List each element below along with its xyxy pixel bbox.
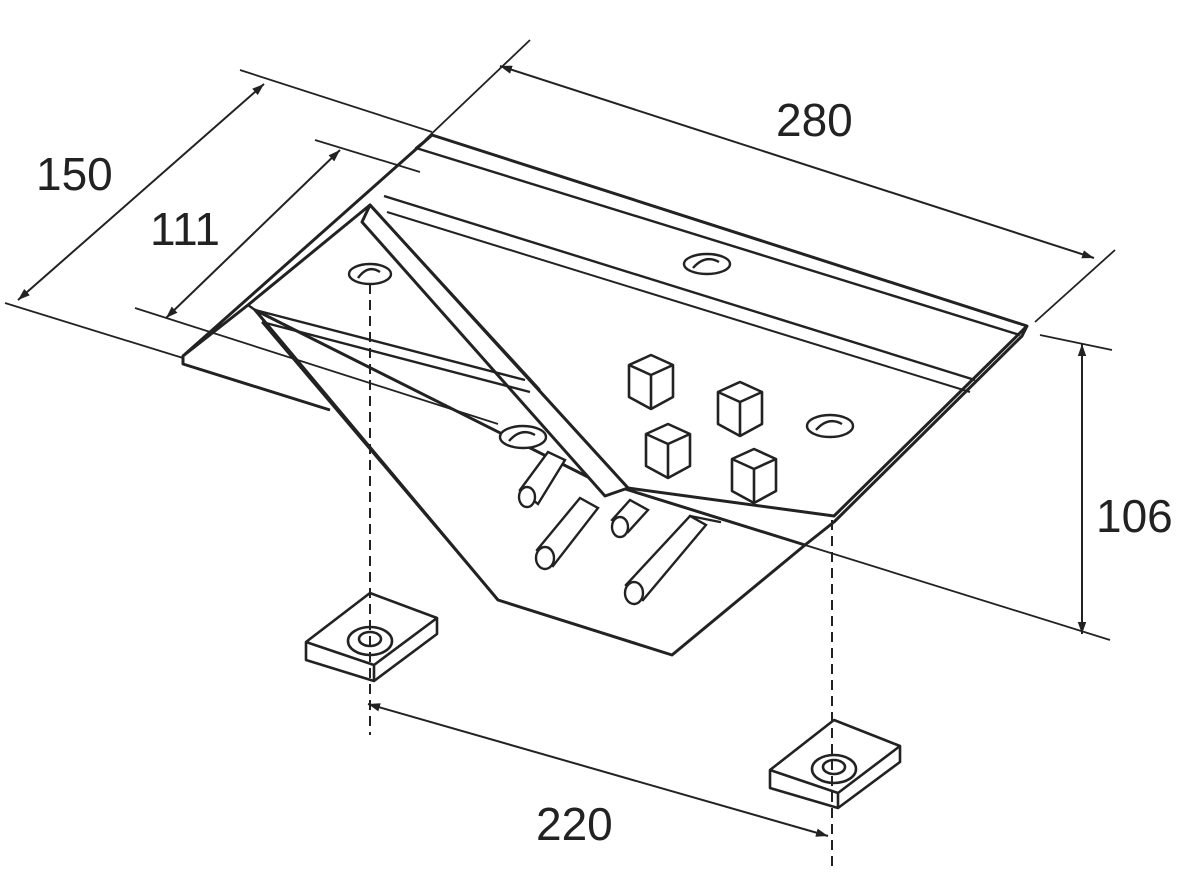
hex-nut: [730, 447, 778, 505]
hex-nuts: [627, 353, 778, 505]
slotted-hole: [805, 413, 855, 439]
extension-lines: [4, 39, 1116, 641]
anchor-block: [768, 718, 902, 810]
bracket-edge: [181, 356, 331, 412]
slotted-hole: [347, 262, 393, 286]
bracket-plate: [181, 133, 1029, 657]
bracket-gusset: [360, 203, 630, 498]
dimension-label-220: 220: [536, 798, 613, 850]
dimension-line-150: [17, 83, 265, 301]
anchor-block: [304, 591, 439, 683]
dimension-line-111: [165, 149, 341, 319]
dimension-labels: 280 150 111 106 220: [36, 94, 1173, 850]
hex-nut: [716, 380, 764, 438]
mounting-holes: [347, 252, 855, 450]
slotted-hole: [498, 424, 548, 450]
dimension-label-150: 150: [36, 148, 113, 200]
rod-stubs: [517, 450, 722, 606]
dimension-line-220: [367, 703, 829, 837]
dimension-line-280: [499, 65, 1095, 259]
bracket-bend-line: [383, 194, 976, 382]
center-lines: [369, 284, 833, 870]
slotted-hole: [682, 252, 732, 276]
dimension-label-106: 106: [1096, 490, 1173, 542]
hex-nut: [627, 353, 675, 411]
dimension-label-280: 280: [776, 94, 853, 146]
bracket-top-plate: [181, 133, 1029, 518]
hex-nut: [644, 422, 692, 480]
dimension-label-111: 111: [150, 203, 220, 255]
dimension-lines: [17, 65, 1095, 837]
